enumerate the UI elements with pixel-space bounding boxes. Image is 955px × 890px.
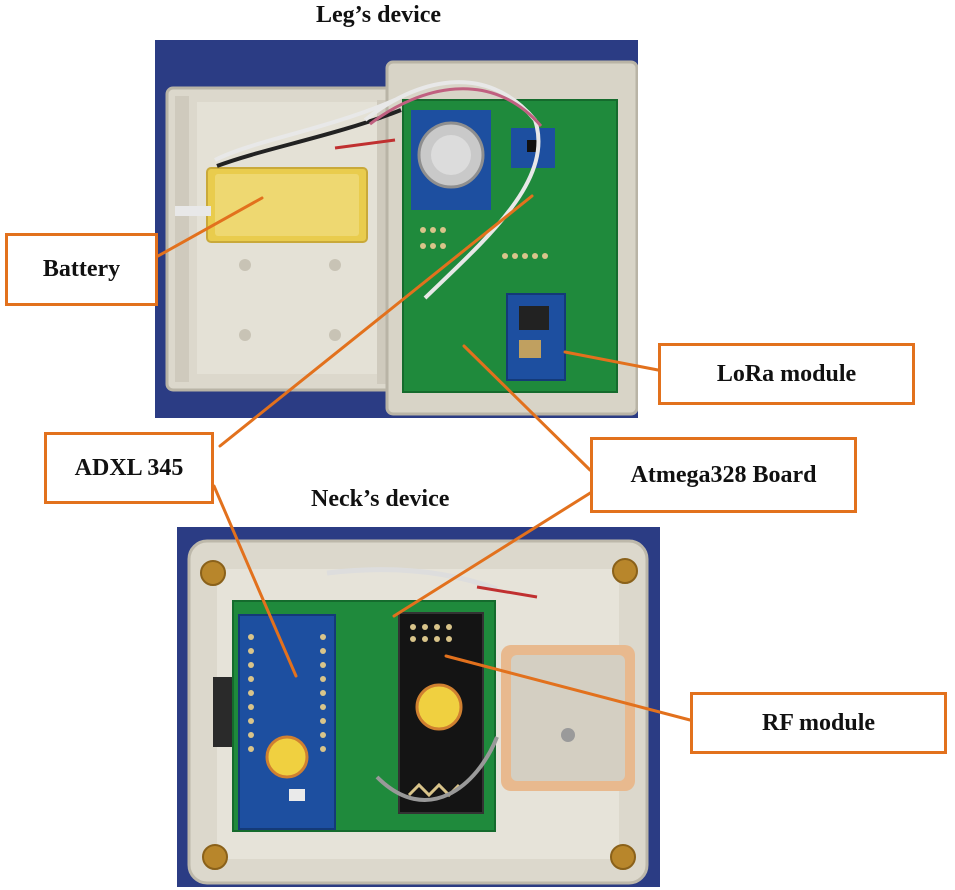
neck-device-title: Neck’s device bbox=[311, 486, 450, 512]
atmega-label: Atmega328 Board bbox=[630, 461, 817, 488]
adxl-label: ADXL 345 bbox=[74, 454, 184, 481]
lora-label: LoRa module bbox=[716, 360, 857, 387]
adxl-callout: ADXL 345 bbox=[44, 432, 214, 504]
leg-device-title: Leg’s device bbox=[316, 2, 442, 28]
lora-callout: LoRa module bbox=[658, 343, 915, 405]
neck-device-photo bbox=[177, 527, 660, 887]
atmega-callout: Atmega328 Board bbox=[590, 437, 857, 513]
rf-callout: RF module bbox=[690, 692, 947, 754]
leg-device-photo bbox=[155, 40, 638, 418]
battery-label: Battery bbox=[42, 256, 121, 282]
battery-callout: Battery bbox=[5, 233, 158, 306]
rf-label: RF module bbox=[761, 709, 876, 736]
